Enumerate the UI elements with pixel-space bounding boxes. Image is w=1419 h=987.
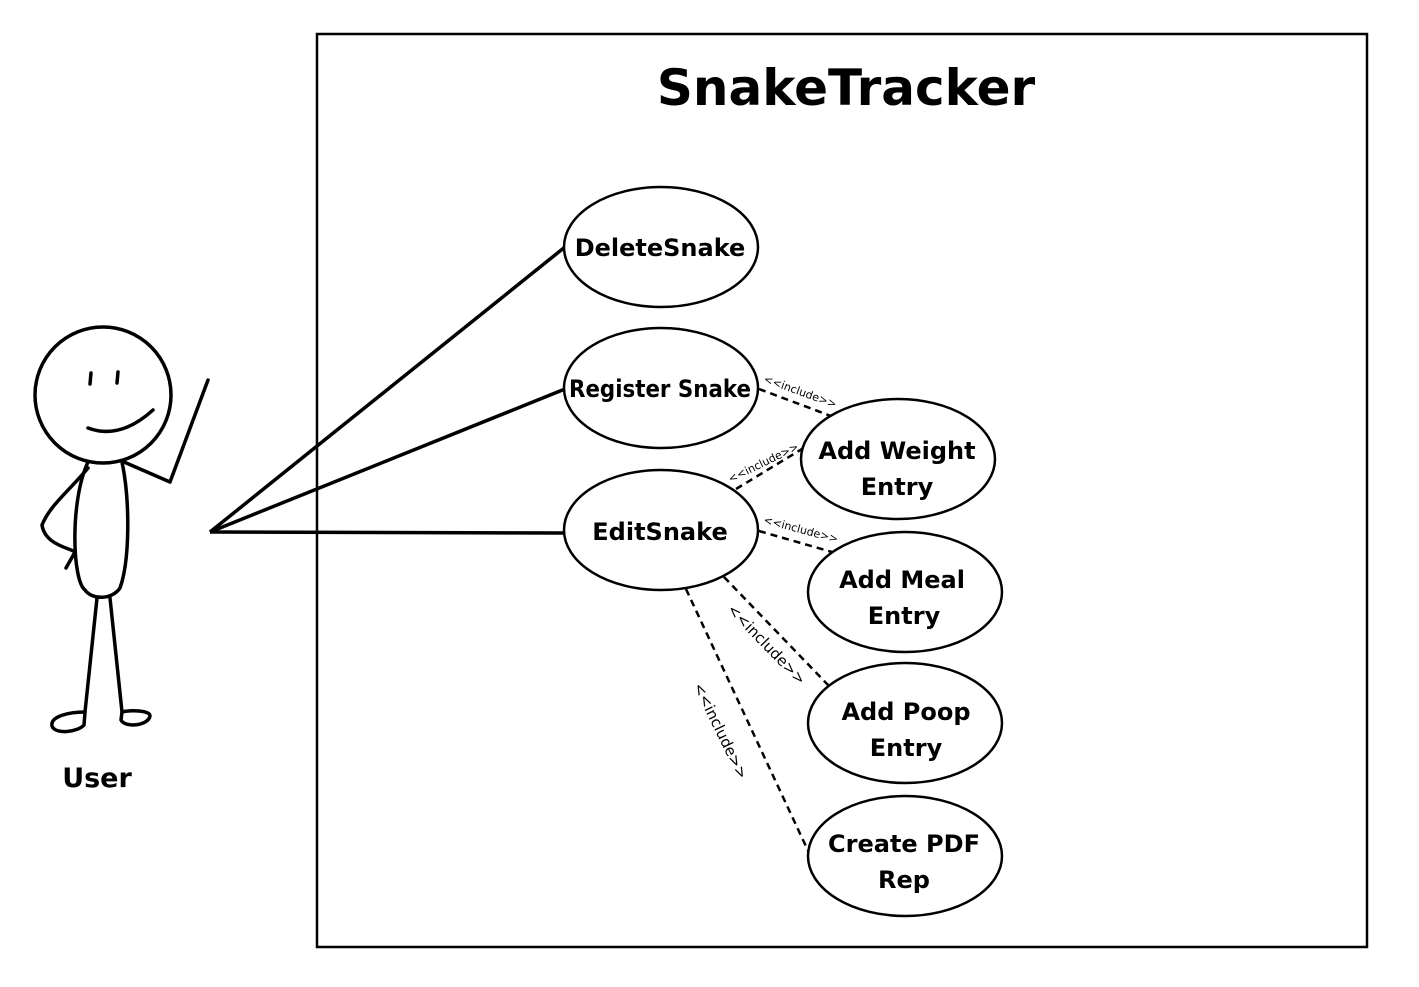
include-line-edit-to-weight: [735, 447, 803, 491]
usecase-add-meal-entry: [806, 530, 1004, 654]
usecase-label-create-pdf-line1: Create PDF: [828, 830, 980, 858]
usecase-label-add-meal-line2: Entry: [868, 602, 941, 630]
include-label-edit-meal: <<include>>: [762, 513, 839, 545]
usecase-add-weight-entry: [799, 397, 997, 521]
usecase-label-add-poop-line2: Entry: [870, 734, 943, 762]
association-line-delete-snake: [208, 245, 567, 534]
usecase-delete-snake: [562, 185, 760, 309]
usecase-register-snake: [562, 326, 760, 450]
usecase-create-pdf-rep: [806, 794, 1004, 918]
association-line-edit-snake: [209, 530, 566, 535]
include-label-edit-pdf: <<include>>: [689, 680, 751, 782]
actor-label: User: [62, 763, 132, 794]
include-label-register-weight: <<include>>: [762, 372, 839, 410]
usecase-label-edit-snake: EditSnake: [592, 518, 727, 546]
usecase-label-add-weight-line1: Add Weight: [818, 437, 975, 465]
include-label-edit-weight: <<include>>: [726, 440, 801, 485]
usecase-label-add-meal-line1: Add Meal: [839, 566, 965, 594]
include-label-edit-poop: <<include>>: [724, 601, 810, 689]
usecase-label-add-weight-line2: Entry: [861, 473, 934, 501]
usecase-label-delete-snake: DeleteSnake: [575, 234, 746, 262]
usecase-edit-snake: [562, 468, 760, 592]
actor-stick-figure-icon: [33, 325, 210, 734]
usecase-label-add-poop-line1: Add Poop: [841, 698, 970, 726]
usecase-add-poop-entry: [806, 661, 1004, 785]
system-title: SnakeTracker: [657, 59, 1036, 117]
include-line-edit-to-meal: [758, 529, 833, 554]
usecase-label-create-pdf-line2: Rep: [878, 866, 930, 894]
include-line-edit-to-poop: [723, 576, 830, 687]
association-line-register-snake: [209, 387, 566, 534]
usecase-label-register-snake: Register Snake: [569, 375, 751, 403]
include-line-edit-to-pdf: [684, 588, 812, 856]
include-line-register-to-weight: [758, 387, 832, 418]
